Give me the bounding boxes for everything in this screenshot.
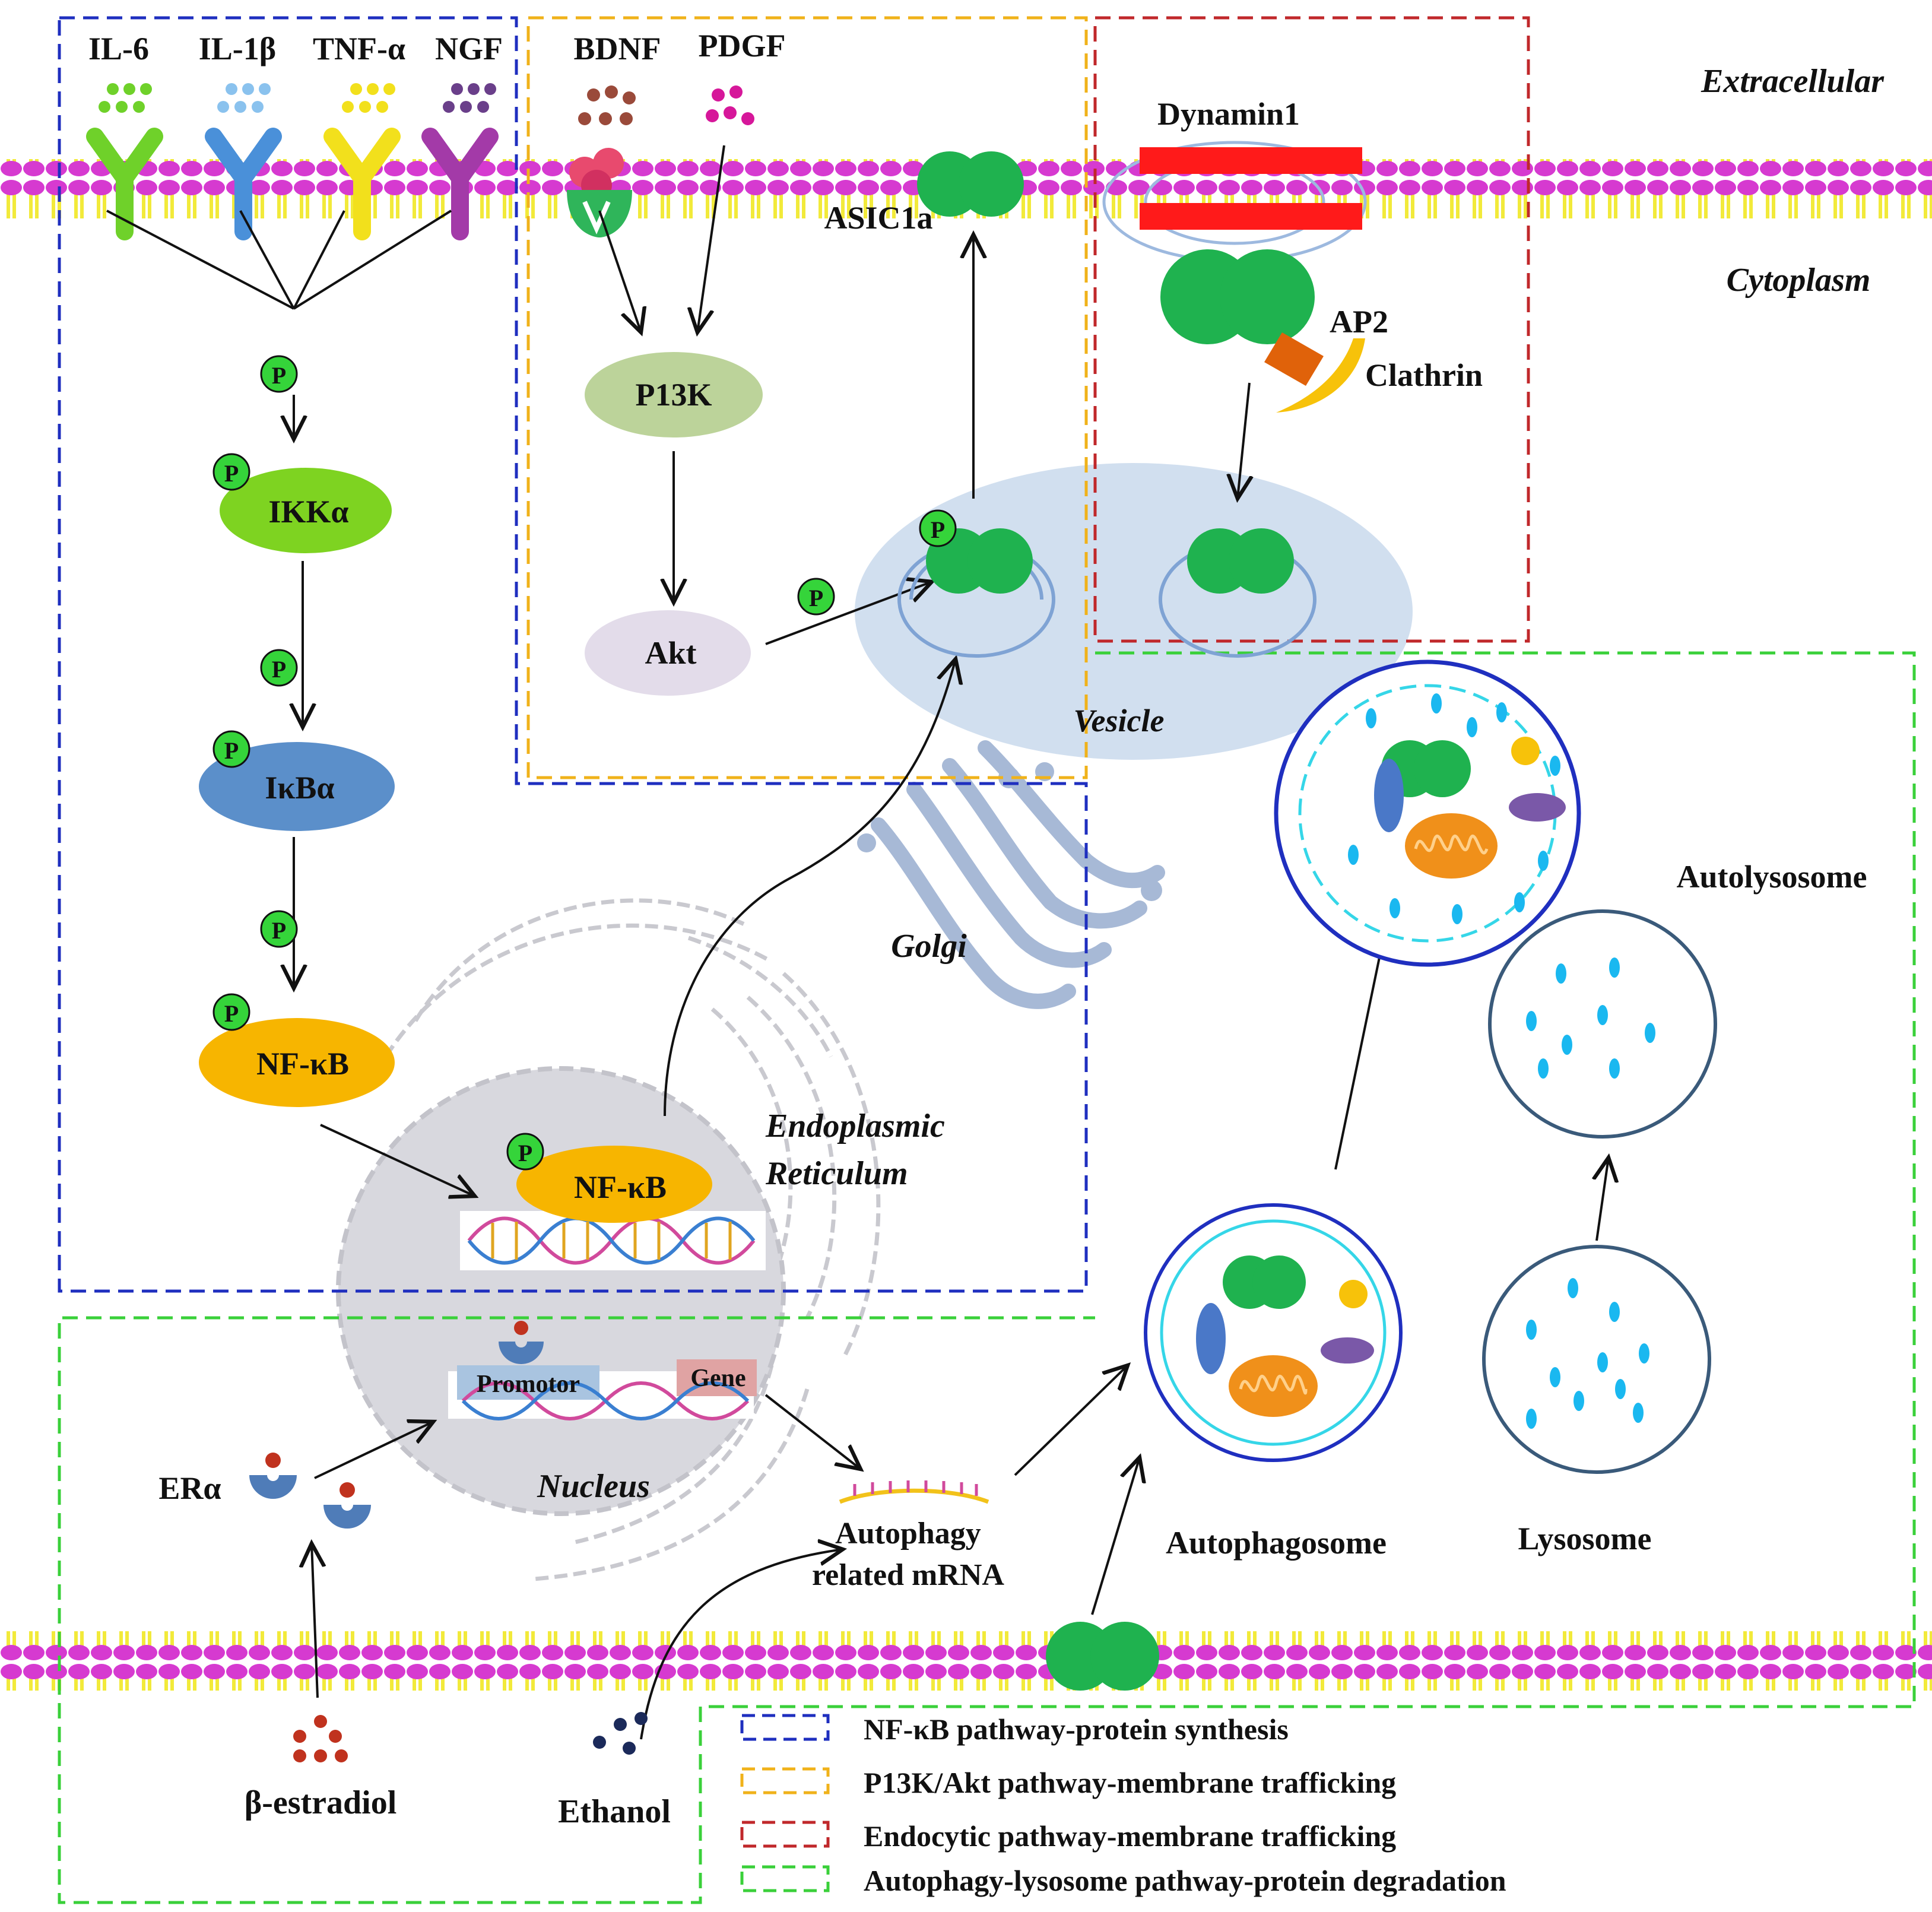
- endoplasmic-reticulum: [384, 898, 881, 1581]
- phospho-label: P: [272, 917, 286, 944]
- nfkb-nucleus: NF-κB P: [460, 659, 956, 1270]
- lysosome: Lysosome: [1482, 1158, 1711, 1556]
- nfkb-node: [199, 1018, 395, 1107]
- autolysosome: Autolysosome: [1274, 659, 1867, 1139]
- phospho-label: P: [518, 1140, 532, 1166]
- phospho-label: P: [224, 460, 239, 487]
- box-autophagy-pathway: [58, 651, 1916, 1904]
- dynamin-ring-top: [1140, 147, 1362, 174]
- ap2-adaptor: [1264, 332, 1324, 386]
- asic1a-label: ASIC1a: [824, 200, 932, 236]
- ikba-node: [199, 742, 395, 831]
- legend-item-autophagy: Autophagy-lysosome pathway-protein degra…: [740, 1864, 1506, 1897]
- phospho-label: P: [931, 516, 945, 543]
- phospho-label: P: [224, 737, 239, 764]
- akt-label: Akt: [645, 635, 696, 671]
- asic1a-vesicle-right: [1159, 528, 1316, 658]
- ikba-label: IκBα: [265, 770, 334, 806]
- ap2-label: AP2: [1330, 304, 1388, 340]
- autophagosome: Autophagosome: [1144, 926, 1403, 1561]
- autophagosome-label: Autophagosome: [1166, 1525, 1387, 1561]
- il1b-label: IL-1β: [199, 31, 276, 66]
- clathrin-label: Clathrin: [1365, 357, 1483, 393]
- asic1a-vesicle-left: P: [897, 509, 1055, 658]
- asic1a-channel-bottom: [1046, 1457, 1159, 1691]
- pdgf-label: PDGF: [699, 28, 786, 64]
- receptor-ngf: NGF: [421, 31, 503, 240]
- mrna-label-line2: related mRNA: [812, 1558, 1004, 1592]
- lysosome-label: Lysosome: [1518, 1521, 1651, 1556]
- phospho-badge: [260, 355, 298, 393]
- box-pi3k-akt-pathway: [526, 16, 1088, 779]
- bdnf-label: BDNF: [574, 31, 661, 66]
- vesicle-label: Vesicle: [1074, 703, 1165, 738]
- dynamin1-label: Dynamin1: [1157, 96, 1300, 132]
- extracellular-label: Extracellular: [1701, 63, 1885, 100]
- receptor-tnfa: TNF-α: [313, 31, 405, 240]
- phospho-label: P: [224, 1000, 239, 1027]
- il6-label: IL-6: [88, 31, 149, 66]
- golgi-label: Golgi: [891, 928, 967, 965]
- estrogen-signaling: ERα β-estradiol: [158, 1422, 433, 1821]
- autophagy-mrna: Autophagy related mRNA Ethanol: [558, 1365, 1128, 1830]
- akt-node: [585, 610, 751, 696]
- era-label: ERα: [158, 1470, 221, 1506]
- receptor-il6: IL-6: [86, 31, 163, 240]
- receptor-convergence: [106, 210, 452, 310]
- nucleus-label: Nucleus: [537, 1468, 650, 1505]
- legend-item-pi3k: P13K/Akt pathway-membrane trafficking: [740, 1766, 1396, 1799]
- nfkb-nucleus-node: [516, 1146, 712, 1223]
- nfkb-label: NF-κB: [256, 1046, 349, 1082]
- endocytic-pathway: Dynamin1 AP2 Clathrin: [1102, 96, 1483, 499]
- nfkb-cascade: P IKKα P P IκBα P P NF-κB P: [199, 355, 475, 1196]
- ngf-label: NGF: [435, 31, 503, 66]
- legend-label-pi3k: P13K/Akt pathway-membrane trafficking: [864, 1766, 1396, 1799]
- bdnf-receptor: [567, 148, 632, 237]
- ikka-label: IKKα: [268, 494, 348, 529]
- pi3k-node: [585, 352, 763, 437]
- box-nfkb-pathway: [58, 16, 1088, 1293]
- clathrin-coat: [1276, 338, 1365, 413]
- bdnf-pdgf-pathway: BDNF PDGF P13K Akt P: [567, 28, 932, 696]
- legend-label-endocytic: Endocytic pathway-membrane trafficking: [864, 1819, 1396, 1853]
- legend-label-nfkb: NF-κB pathway-protein synthesis: [864, 1713, 1289, 1746]
- legend-item-nfkb: NF-κB pathway-protein synthesis: [740, 1713, 1289, 1746]
- asic1a-channel: ASIC1a: [824, 151, 1024, 499]
- nfkb-nucleus-label: NF-κB: [574, 1169, 667, 1205]
- receptor-il1b: IL-1β: [199, 31, 282, 240]
- legend-item-endocytic: Endocytic pathway-membrane trafficking: [740, 1819, 1396, 1853]
- promotor-label: Promotor: [477, 1371, 580, 1398]
- plasma-membrane-bottom: [0, 1631, 1932, 1691]
- promotor-gene: Promotor Gene: [448, 1321, 861, 1469]
- phospho-label: P: [272, 656, 286, 683]
- ikka-node: [220, 468, 392, 553]
- er-label-line2: Reticulum: [765, 1155, 908, 1192]
- legend: NF-κB pathway-protein synthesis P13K/Akt…: [740, 1713, 1506, 1897]
- legend-label-autophagy: Autophagy-lysosome pathway-protein degra…: [864, 1864, 1506, 1897]
- phospho-label: P: [272, 362, 286, 389]
- box-endocytic-pathway: [1093, 16, 1530, 643]
- gene-label: Gene: [690, 1365, 745, 1392]
- golgi: [857, 740, 1165, 1009]
- dynamin-ring-bottom: [1140, 203, 1362, 230]
- cytoplasm-label: Cytoplasm: [1727, 262, 1871, 299]
- tnfa-label: TNF-α: [313, 31, 405, 66]
- er-label-line1: Endoplasmic: [765, 1108, 945, 1144]
- ethanol-label: Ethanol: [558, 1793, 671, 1830]
- phospho-label: P: [809, 585, 823, 611]
- mrna-label-line1: Autophagy: [835, 1517, 981, 1550]
- autolysosome-label: Autolysosome: [1677, 859, 1867, 895]
- estradiol-label: β-estradiol: [245, 1784, 397, 1821]
- pi3k-label: P13K: [636, 377, 712, 413]
